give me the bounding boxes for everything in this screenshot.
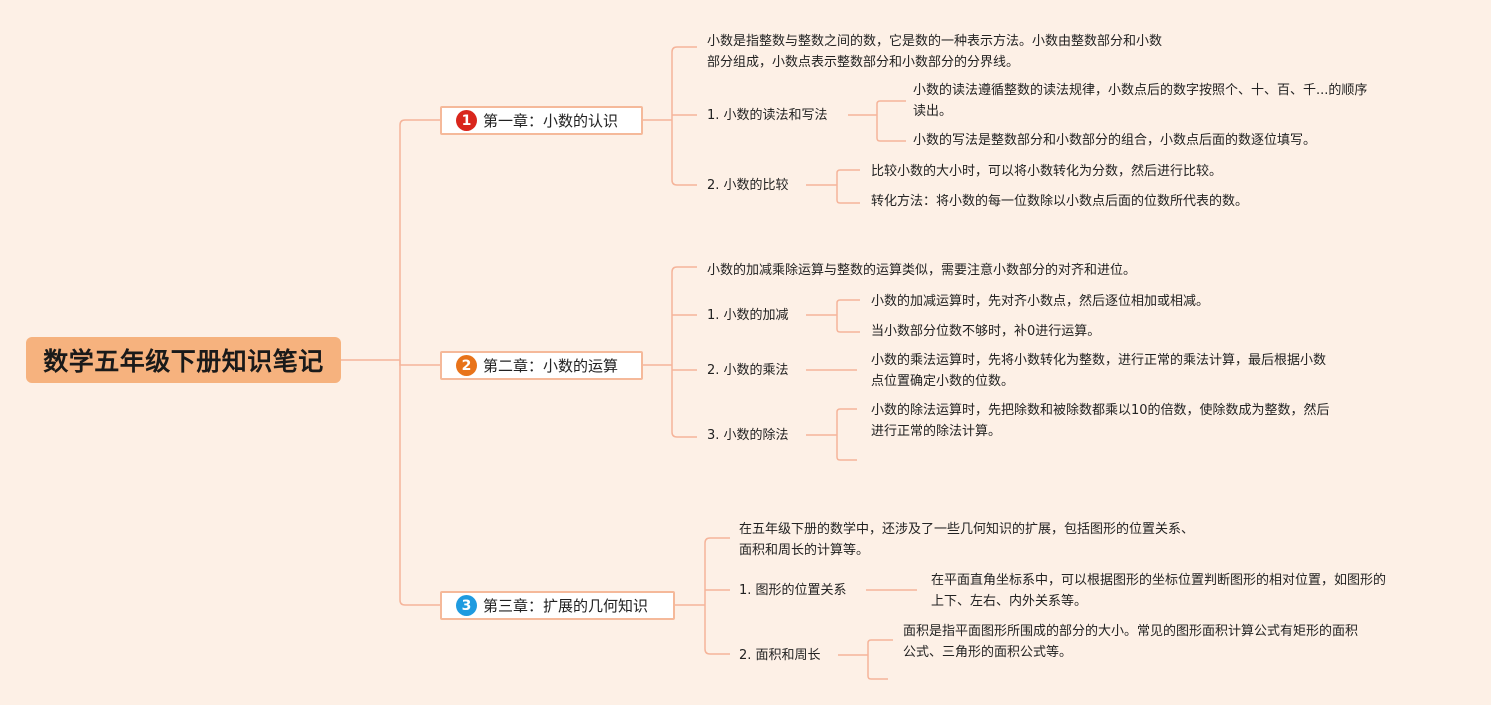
badge-1: 1 xyxy=(456,110,477,131)
chapter-2-section-1-note-1: 小数的加减运算时，先对齐小数点，然后逐位相加或相减。 xyxy=(871,294,1210,309)
chapter-1-section-1-note-1: 小数的读法遵循整数的读法规律，小数点后的数字按照个、十、百、千...的顺序读出。 xyxy=(913,83,1368,119)
chapter-3-title: 第三章：扩展的几何知识 xyxy=(483,597,649,615)
chapter-3-section-2-trunk xyxy=(867,643,888,680)
chapter-2-section-1[interactable]: 1. 小数的加减 xyxy=(707,308,789,323)
chapter-2-section-1-trunk xyxy=(836,303,860,333)
chapter-1-intro: 小数是指整数与整数之间的数，它是数的一种表示方法。小数由整数部分和小数部分组成，… xyxy=(707,34,1163,70)
chapter-2-intro: 小数的加减乘除运算与整数的运算类似，需要注意小数部分的对齐和进位。 xyxy=(707,263,1137,278)
root-to-chapter-2 xyxy=(399,360,440,366)
chapter-3-trunk xyxy=(704,543,730,655)
chapter-2-trunk xyxy=(671,272,697,438)
chapter-1-section-1-note-2: 小数的写法是整数部分和小数部分的组合，小数点后面的数逐位填写。 xyxy=(913,133,1317,148)
chapter-2-section-2[interactable]: 2. 小数的乘法 xyxy=(707,363,789,378)
chapter-2-section-2-note-1: 小数的乘法运算时，先将小数转化为整数，进行正常的乘法计算，最后根据小数点位置确定… xyxy=(871,353,1327,389)
chapter-2-section-1-note-2: 当小数部分位数不够时，补0进行运算。 xyxy=(871,324,1101,339)
chapter-1-intro-line xyxy=(671,46,697,53)
chapter-3-node[interactable]: 3 第三章：扩展的几何知识 xyxy=(440,591,675,620)
chapter-2-section-3-trunk xyxy=(836,412,857,461)
chapter-1-trunk xyxy=(671,52,697,186)
chapter-1-section-1[interactable]: 1. 小数的读法和写法 xyxy=(707,108,828,123)
chapter-2-node[interactable]: 2 第二章：小数的运算 xyxy=(440,351,643,380)
root-title: 数学五年级下册知识笔记 xyxy=(43,347,324,376)
root-to-chapter-1 xyxy=(399,119,440,126)
chapter-3-intro: 在五年级下册的数学中，还涉及了一些几何知识的扩展，包括图形的位置关系、面积和周长… xyxy=(739,522,1195,558)
chapter-3-section-2-note-1: 面积是指平面图形所围成的部分的大小。常见的图形面积计算公式有矩形的面积公式、三角… xyxy=(903,624,1359,660)
chapter-1-node[interactable]: 1 第一章：小数的认识 xyxy=(440,106,643,135)
chapter-2-intro-line xyxy=(671,266,697,273)
root-topic[interactable]: 数学五年级下册知识笔记 xyxy=(26,337,341,383)
chapter-3-section-2-note-1-line xyxy=(867,639,893,644)
chapter-3-section-2[interactable]: 2. 面积和周长 xyxy=(739,648,821,663)
badge-3: 3 xyxy=(456,595,477,616)
chapter-1-section-1-note-1-line xyxy=(876,100,906,105)
chapter-1-section-2-note-2: 转化方法：将小数的每一位数除以小数点后面的位数所代表的数。 xyxy=(871,194,1249,209)
chapter-2-title: 第二章：小数的运算 xyxy=(483,357,619,375)
chapter-3-intro-line xyxy=(704,537,730,544)
chapter-2-section-1-note-1-line xyxy=(836,299,860,304)
chapter-2-section-3-note-1-line xyxy=(836,408,857,413)
badge-2: 2 xyxy=(456,355,477,376)
chapter-3-section-1[interactable]: 1. 图形的位置关系 xyxy=(739,583,847,598)
chapter-2-section-3-note-1: 小数的除法运算时，先把除数和被除数都乘以10的倍数，使除数成为整数，然后进行正常… xyxy=(871,403,1330,439)
chapter-1-section-1-trunk xyxy=(876,104,906,142)
chapter-1-section-2-trunk xyxy=(836,173,860,204)
chapter-1-section-2-note-1: 比较小数的大小时，可以将小数转化为分数，然后进行比较。 xyxy=(871,164,1223,179)
chapter-1-title: 第一章：小数的认识 xyxy=(483,112,619,130)
chapter-3-section-1-note-1: 在平面直角坐标系中，可以根据图形的坐标位置判断图形的相对位置，如图形的上下、左右… xyxy=(931,573,1387,609)
root-trunk xyxy=(399,125,440,606)
chapter-2-section-3[interactable]: 3. 小数的除法 xyxy=(707,428,789,443)
chapter-1-section-2[interactable]: 2. 小数的比较 xyxy=(707,178,789,193)
chapter-1-section-2-note-1-line xyxy=(836,169,860,174)
